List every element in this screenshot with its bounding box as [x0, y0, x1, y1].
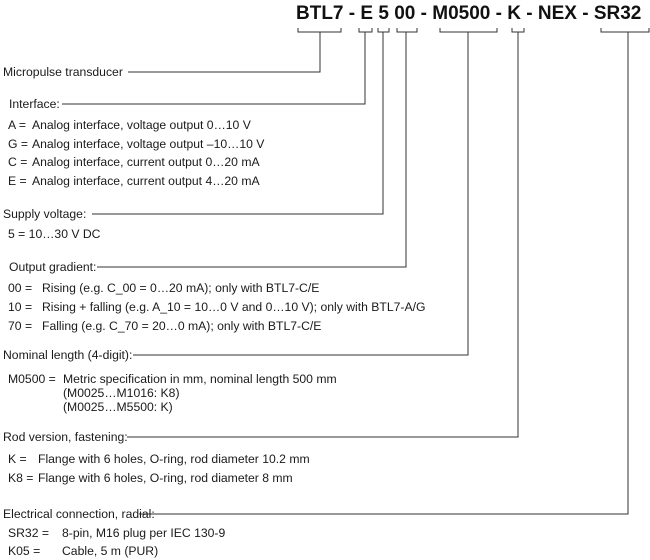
bracket-gradient: [396, 28, 418, 33]
bracket-rod: [511, 28, 525, 33]
rod-title: Rod version, fastening:: [3, 430, 128, 444]
interface-key-g: G =: [8, 137, 28, 151]
rod-key-k: K =: [8, 452, 27, 466]
gradient-desc-70: Falling (e.g. C_70 = 20…0 mA); only with…: [42, 319, 322, 333]
code-part-gradient: 00: [394, 3, 416, 24]
bracket-supply: [377, 28, 390, 33]
interface-key-e: E =: [8, 174, 27, 188]
connection-desc-k05: Cable, 5 m (PUR): [62, 544, 159, 558]
gradient-title: Output gradient:: [9, 260, 97, 274]
length-sub-k: (M0025…M5500: K): [63, 400, 173, 414]
code-part-supply: 5: [378, 3, 389, 24]
supply-value: 5 = 10…30 V DC: [8, 227, 101, 241]
bracket-series: [297, 28, 342, 33]
connection-title: Electrical connection, radial:: [3, 507, 155, 521]
code-dash: -: [495, 3, 502, 24]
code-dash: -: [420, 3, 427, 24]
leader-connection: [139, 32, 629, 515]
length-desc: Metric specification in mm, nominal leng…: [63, 372, 337, 386]
interface-desc-e: Analog interface, current output 4…20 mA: [32, 174, 260, 188]
code-dash: -: [526, 3, 533, 24]
code-part-connection: SR32: [593, 3, 642, 24]
interface-desc-a: Analog interface, voltage output 0…10 V: [32, 118, 251, 132]
length-sub-k8: (M0025…M1016: K8): [63, 386, 180, 400]
leader-supply: [92, 32, 384, 215]
gradient-desc-00: Rising (e.g. C_00 = 0…20 mA); only with …: [42, 281, 320, 295]
micropulse-label: Micropulse transducer: [3, 65, 123, 79]
interface-key-a: A =: [8, 118, 26, 132]
leader-length: [133, 32, 469, 356]
bracket-connection: [600, 28, 650, 33]
length-key: M0500 =: [8, 372, 56, 386]
code-dash: -: [348, 3, 356, 24]
code-part-length: M0500: [432, 3, 491, 24]
leader-gradient: [97, 32, 407, 268]
gradient-key-70: 70 =: [8, 319, 33, 333]
code-dash: -: [582, 3, 589, 24]
code-part-rod: K: [507, 3, 521, 24]
rod-desc-k: Flange with 6 holes, O-ring, rod diamete…: [38, 452, 310, 466]
leader-interface: [62, 32, 366, 105]
bracket-length: [439, 28, 498, 33]
code-part-nex: NEX: [537, 3, 577, 24]
gradient-key-10: 10 =: [8, 300, 33, 314]
interface-desc-g: Analog interface, voltage output –10…10 …: [32, 137, 265, 151]
rod-key-k8: K8 =: [8, 471, 34, 485]
leader-micropulse: [128, 32, 321, 73]
rod-desc-k8: Flange with 6 holes, O-ring, rod diamete…: [38, 471, 293, 485]
interface-desc-c: Analog interface, current output 0…20 mA: [32, 155, 260, 169]
connection-key-k05: K05 =: [8, 544, 41, 558]
interface-title: Interface:: [9, 97, 60, 111]
gradient-desc-10: Rising + falling (e.g. A_10 = 10…0 V and…: [42, 300, 426, 314]
bracket-interface: [358, 28, 373, 33]
supply-title: Supply voltage:: [3, 207, 87, 221]
interface-key-c: C =: [8, 155, 28, 169]
connection-desc-sr32: 8-pin, M16 plug per IEC 130-9: [62, 526, 226, 540]
gradient-key-00: 00 =: [8, 281, 33, 295]
length-title: Nominal length (4-digit):: [3, 348, 133, 362]
code-part-series: BTL7: [296, 3, 344, 24]
type-code: BTL7 - E 5 00 - M0500 - K - NEX - SR32: [296, 3, 641, 25]
leader-rod: [127, 32, 519, 438]
code-part-interface: E: [360, 3, 374, 24]
connection-key-sr32: SR32 =: [8, 526, 49, 540]
